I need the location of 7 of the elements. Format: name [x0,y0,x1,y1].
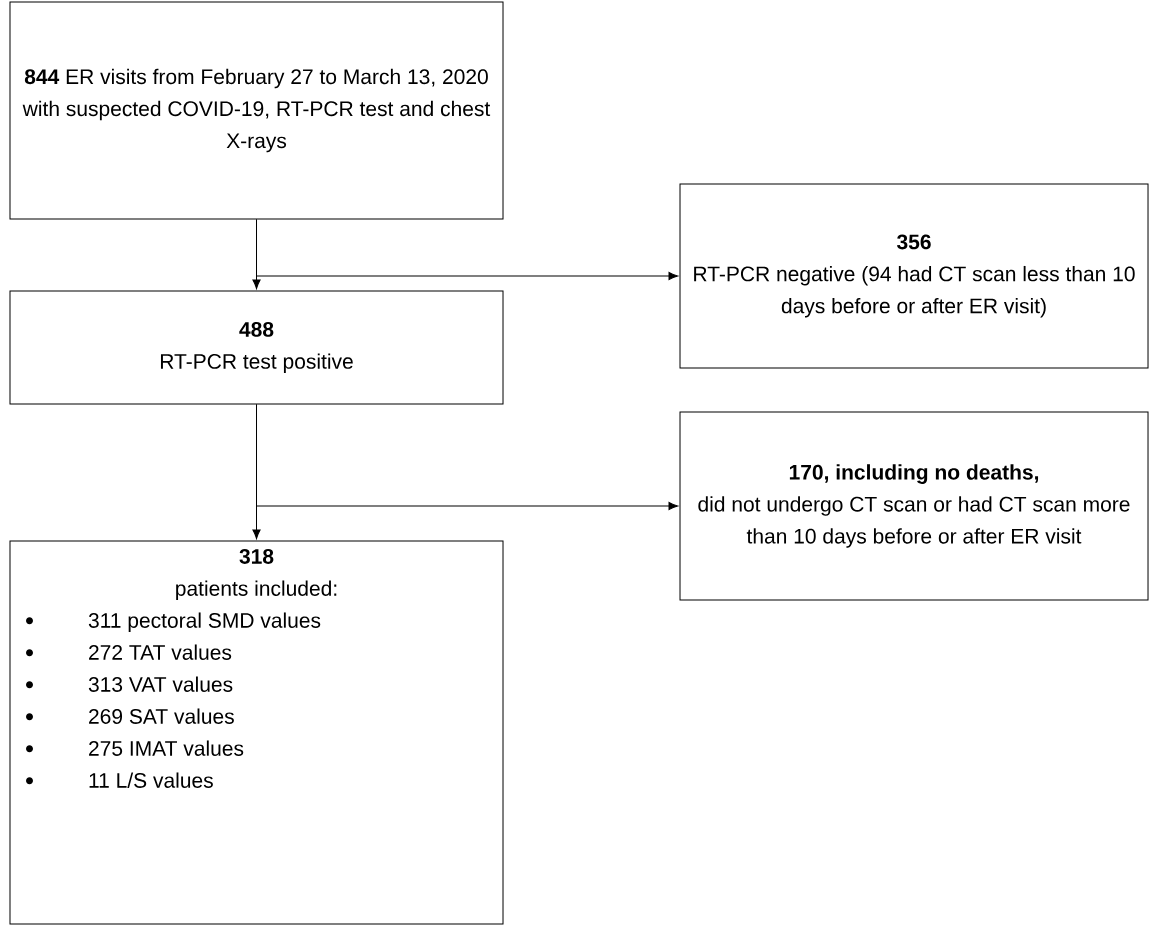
process-box: 318 patients included: 311 pectoral SMD values 272 TAT values 313 VAT values 269 SAT values 275 IMAT values 11 L/S values [9,540,504,925]
arrow [256,404,679,511]
arrow [256,219,679,281]
process-box: 356 RT-PCR negative (94 had CT scan less than 10 days before or after ER visit) [679,183,1149,369]
process-box: 488 RT-PCR test positive [9,290,504,405]
process-box: 170, including no deaths, did not undergo CT scan or had CT scan more than 10 days before or after ER visit [679,411,1149,601]
process-box: 844 ER visits from February 27 to March 13, 2020 with suspected COVID-19, RT-PCR test and chest X-rays [9,1,504,220]
